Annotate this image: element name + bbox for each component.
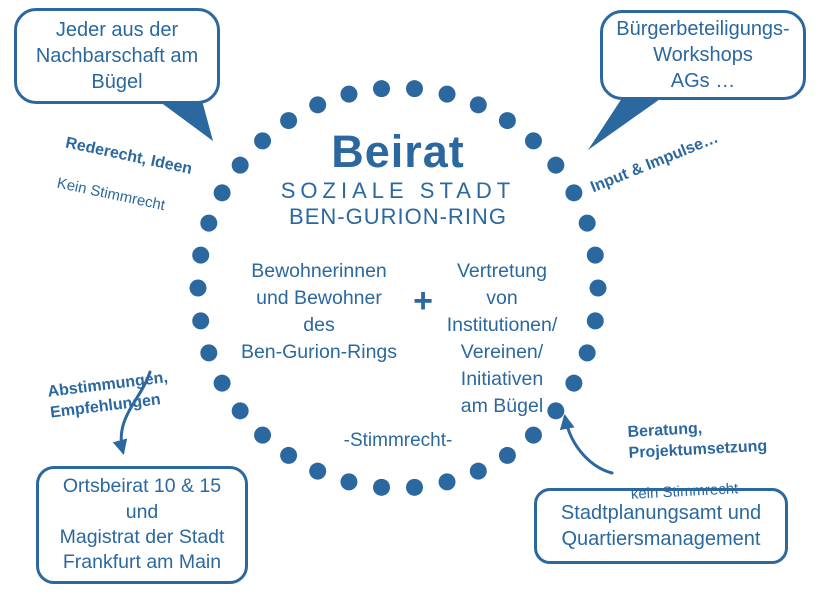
label-rederecht-bold: Rederecht, Ideen [63, 134, 194, 178]
label-abstimmungen: Abstimmungen, Empfehlungen [44, 347, 174, 444]
label-beratung: Beratung, Projektumsetzung kein Stimmrec… [626, 395, 771, 526]
circle-subtitle-soziale-stadt: SOZIALE STADT [280, 178, 516, 203]
bubble-ortsbeirat-magistrat: Ortsbeirat 10 & 15 und Magistrat der Sta… [36, 466, 248, 584]
residents-group-text: Bewohnerinnen und Bewohner des Ben-Gurio… [240, 260, 398, 363]
bubble-workshops: Bürgerbeteiligungs- Workshops AGs … [600, 10, 806, 100]
institutions-group-text: Vertretung von Institutionen/ Vereinen/ … [446, 260, 558, 417]
bottom-left-arrow-icon [112, 370, 152, 455]
top-right-bubble-tail-icon [588, 92, 670, 150]
label-abstimmungen-bold: Abstimmungen, Empfehlungen [46, 368, 169, 422]
bubble-stadtplanungsamt: Stadtplanungsamt und Quartiersmanagement [534, 488, 788, 564]
bubble-neighbourhood: Jeder aus der Nachbarschaft am Bügel [14, 8, 220, 104]
bottom-right-arrow-icon [559, 414, 614, 475]
label-beratung-bold: Beratung, Projektumsetzung [627, 419, 768, 462]
label-beratung-regular: kein Stimmrecht [630, 480, 739, 504]
label-rederecht-regular: Kein Stimmrecht [55, 175, 167, 215]
top-left-bubble-tail-icon [152, 93, 213, 141]
plus-sign: + [413, 282, 433, 320]
circle-title: Beirat [331, 126, 465, 177]
member-groups: Bewohnerinnen und Bewohner des Ben-Gurio… [230, 258, 566, 420]
circle-subtitle-ben-gurion-ring: BEN-GURION-RING [289, 204, 507, 229]
voting-right-label: -Stimmrecht- [343, 430, 453, 451]
dotted-circle-icon [189, 79, 607, 497]
